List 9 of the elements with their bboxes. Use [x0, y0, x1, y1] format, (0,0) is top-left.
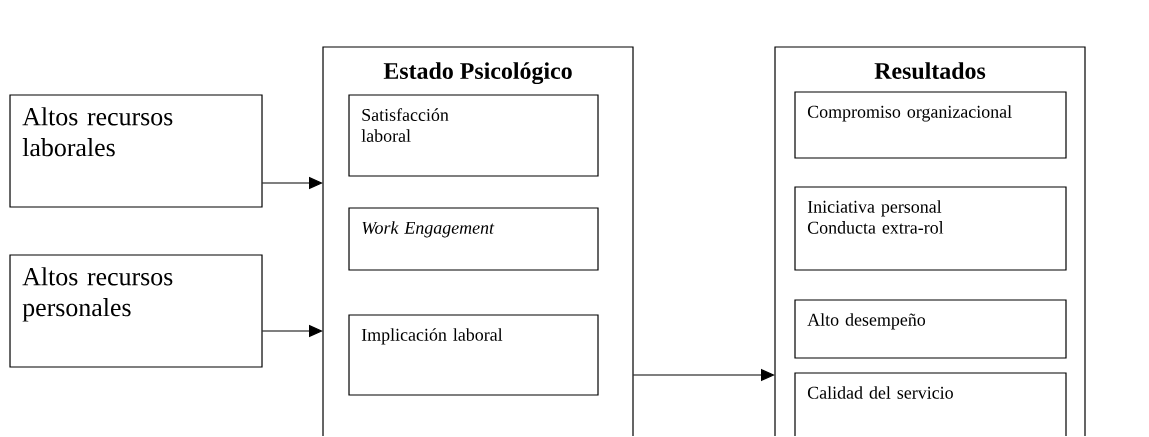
item-box: Iniciativa personal Conducta extra-rol — [794, 186, 1067, 271]
item-box: Calidad del servicio — [794, 372, 1067, 437]
item-box: Implicación laboral — [348, 314, 599, 396]
item-box: Alto desempeño — [794, 299, 1067, 359]
item-box: Satisfacción laboral — [348, 94, 599, 177]
item-box: Work Engagement — [348, 207, 599, 271]
factor-box: Altos recursos laborales — [9, 94, 263, 208]
item-box: Compromiso organizacional — [794, 91, 1067, 159]
factor-box: Altos recursos personales — [9, 254, 263, 368]
